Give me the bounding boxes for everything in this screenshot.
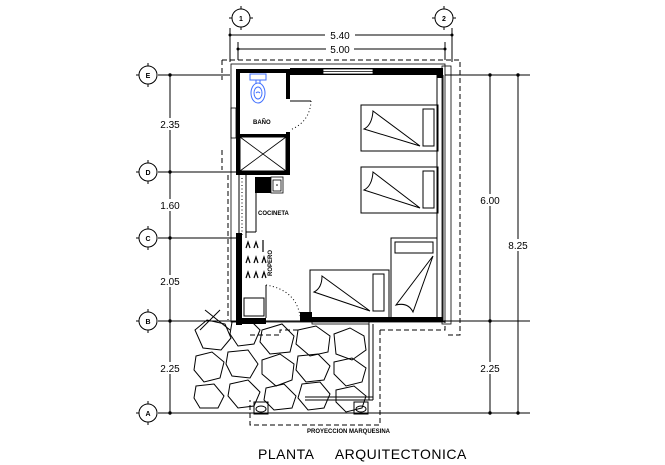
axis-bubble-E: E bbox=[136, 63, 158, 87]
svg-text:C: C bbox=[145, 236, 150, 243]
column-base-right bbox=[353, 401, 369, 415]
dim-top-overall: 5.40 bbox=[330, 31, 350, 42]
dim-right-overall: 8.25 bbox=[508, 241, 528, 252]
axis-bubble-2: 2 bbox=[432, 6, 456, 30]
wardrobe-hangers bbox=[245, 240, 267, 279]
axis-lines bbox=[158, 73, 530, 415]
right-dimensions: 6.00 8.25 2.25 bbox=[445, 73, 531, 415]
walls bbox=[230, 63, 452, 325]
bed-3 bbox=[309, 269, 390, 319]
left-dimensions: 2.35 1.60 2.05 2.25 bbox=[156, 118, 184, 375]
svg-text:1: 1 bbox=[239, 16, 243, 23]
column-base-left bbox=[253, 401, 269, 415]
drawing-title: PLANTA ARQUITECTONICA bbox=[258, 446, 467, 462]
bed-1 bbox=[360, 104, 439, 152]
svg-text:E: E bbox=[146, 73, 151, 80]
sink-icon bbox=[270, 176, 284, 194]
svg-text:D: D bbox=[145, 170, 150, 177]
top-dimensions: 5.40 5.00 bbox=[228, 28, 454, 62]
wardrobe-drawer bbox=[243, 297, 265, 317]
svg-text:A: A bbox=[145, 411, 150, 418]
axis-bubble-A: A bbox=[136, 401, 158, 425]
stove-icon bbox=[255, 177, 271, 193]
svg-text:B: B bbox=[145, 319, 150, 326]
axis-bubble-C: C bbox=[136, 226, 158, 250]
axis-bubble-1: 1 bbox=[229, 6, 253, 30]
svg-text:2.25: 2.25 bbox=[160, 364, 180, 375]
dim-top-inner: 5.00 bbox=[330, 45, 350, 56]
svg-text:2.35: 2.35 bbox=[160, 120, 180, 131]
svg-text:1.60: 1.60 bbox=[160, 201, 180, 212]
bed-4 bbox=[390, 237, 438, 319]
door-swing-entry bbox=[265, 284, 301, 317]
axis-bubble-B: B bbox=[136, 309, 158, 333]
axis-bubble-D: D bbox=[136, 160, 158, 184]
dim-right-inner: 6.00 bbox=[480, 196, 500, 207]
canopy-projection-label: PROYECCION MARQUESINA bbox=[307, 429, 391, 435]
room-label-bathroom: BAÑO bbox=[253, 119, 271, 126]
room-label-kitchenette: COCINETA bbox=[258, 211, 290, 217]
svg-text:2: 2 bbox=[442, 16, 446, 23]
dim-right-bottom: 2.25 bbox=[480, 364, 500, 375]
roof-projection-outline bbox=[221, 59, 461, 336]
door-swing-bathroom bbox=[289, 100, 312, 131]
bed-2 bbox=[360, 166, 439, 214]
shower-icon bbox=[239, 136, 287, 172]
stone-paving bbox=[193, 309, 367, 413]
svg-text:2.05: 2.05 bbox=[160, 277, 180, 288]
room-label-wardrobe: ROPERO bbox=[268, 250, 274, 276]
terrace-frame bbox=[249, 320, 446, 426]
toilet-icon bbox=[249, 73, 267, 104]
